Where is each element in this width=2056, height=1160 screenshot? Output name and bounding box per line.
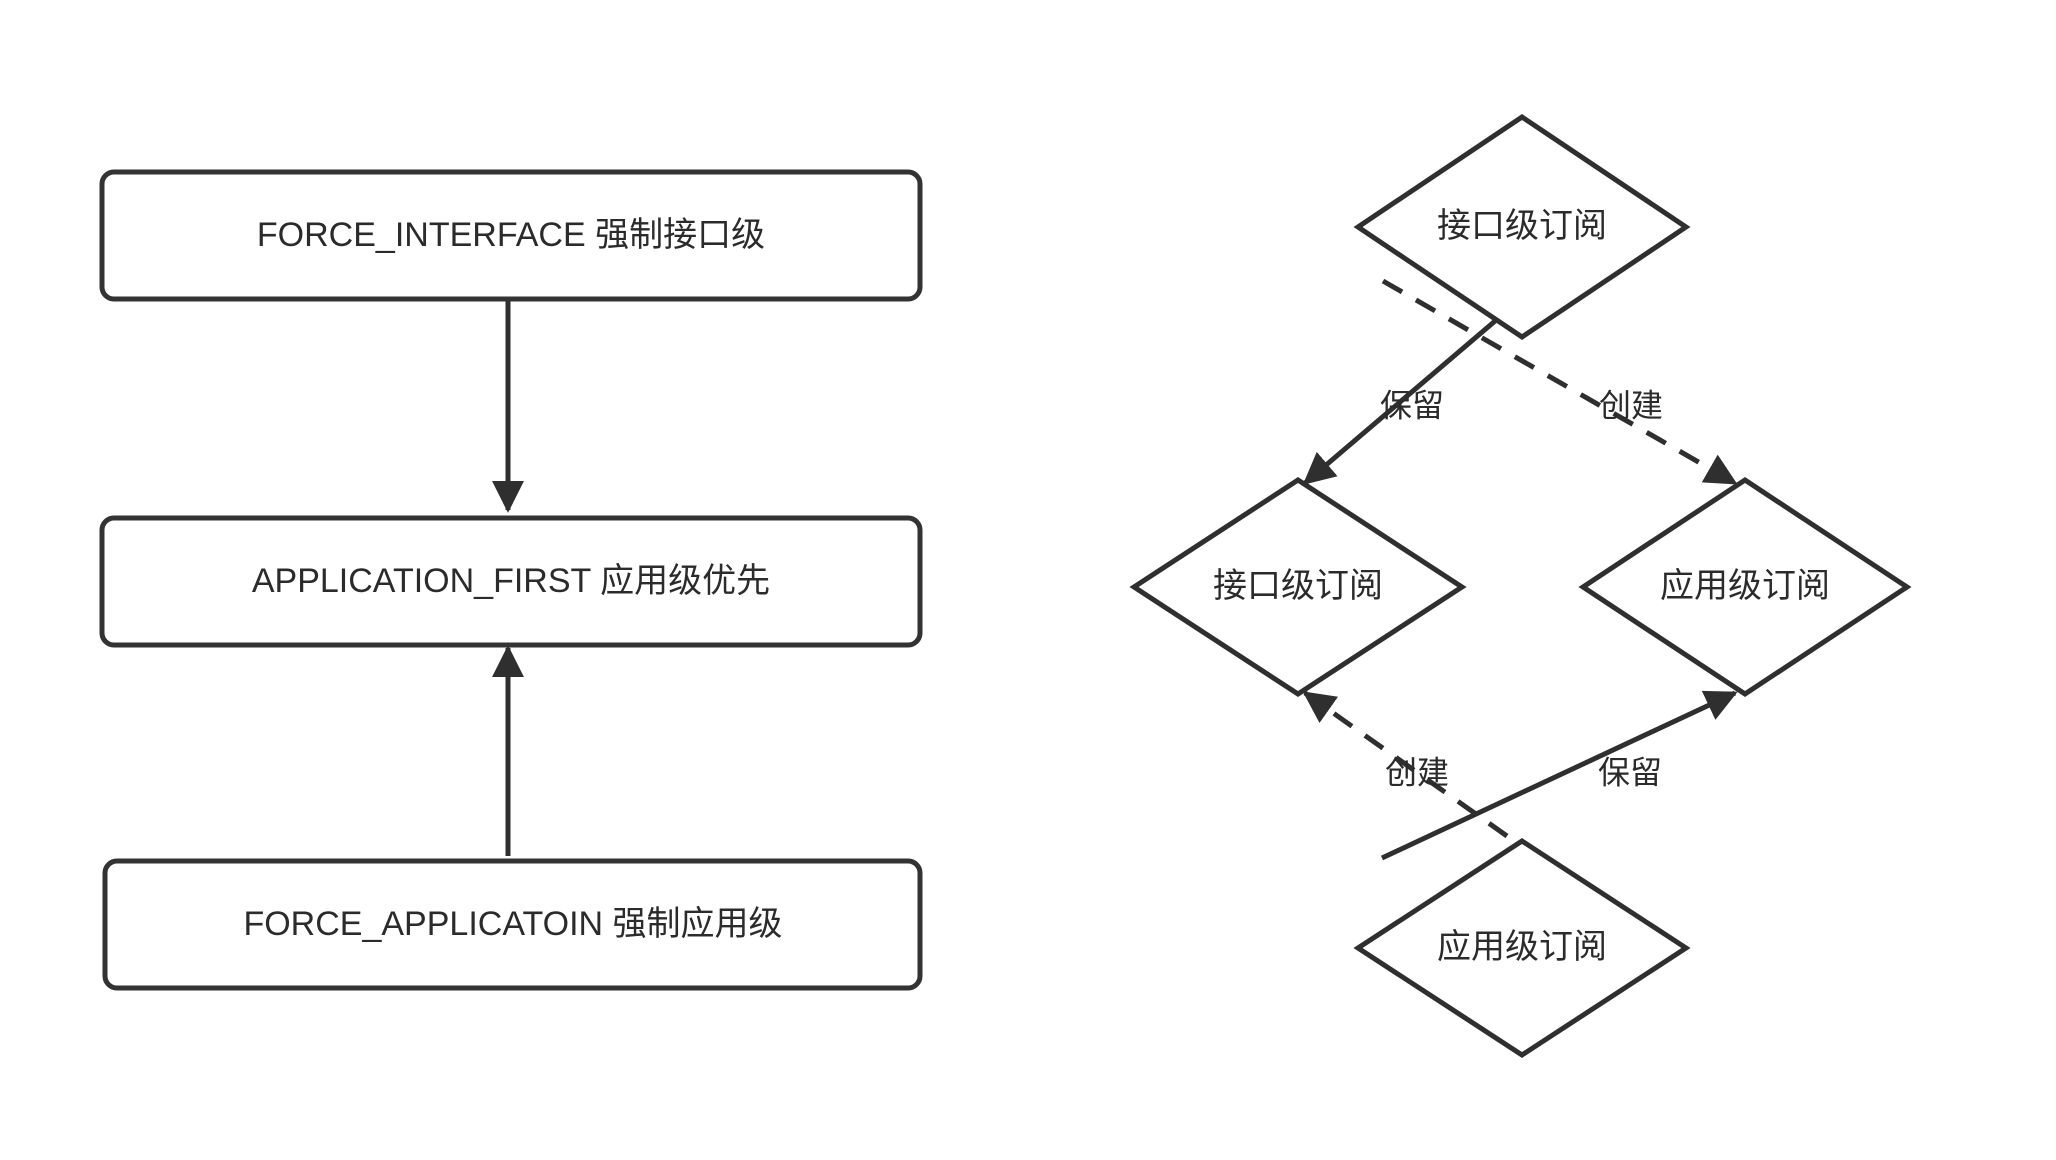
node-force-application-label: FORCE_APPLICATOIN 强制应用级 — [243, 905, 782, 943]
node-bottom-application-subscription-shape[interactable] — [1353, 838, 1691, 1058]
node-application-first-shape[interactable] — [99, 515, 923, 648]
edge-bottom-application-to-mid-application: 保留 — [1380, 690, 1738, 861]
edge-label-create-top: 创建 — [1599, 387, 1663, 423]
node-force-application[interactable]: FORCE_APPLICATOIN 强制应用级 — [102, 858, 923, 991]
node-force-interface[interactable]: FORCE_INTERFACE 强制接口级 — [99, 169, 923, 302]
node-top-interface-subscription[interactable]: 接口级订阅 — [1353, 113, 1691, 341]
left-flowchart: FORCE_INTERFACE 强制接口级 APPLICATION_FIRST … — [99, 169, 923, 991]
edge-line-top-right — [1381, 278, 1738, 486]
edge-label-keep-top: 保留 — [1380, 387, 1444, 423]
node-force-interface-shape[interactable] — [99, 169, 923, 302]
node-bottom-application-subscription[interactable]: 应用级订阅 — [1353, 838, 1691, 1058]
edge-bottom-application-to-mid-interface: 创建 — [1302, 690, 1540, 861]
edge-line-bottom-left — [1302, 690, 1540, 861]
node-top-interface-subscription-label: 接口级订阅 — [1437, 207, 1607, 245]
node-application-first-label: APPLICATION_FIRST 应用级优先 — [252, 562, 770, 600]
node-application-first[interactable]: APPLICATION_FIRST 应用级优先 — [99, 515, 923, 648]
edge-top-interface-to-mid-application: 创建 — [1381, 278, 1738, 486]
node-mid-interface-subscription-label: 接口级订阅 — [1213, 567, 1383, 605]
node-mid-interface-subscription[interactable]: 接口级订阅 — [1129, 477, 1467, 697]
node-top-interface-subscription-shape[interactable] — [1353, 113, 1691, 341]
node-force-application-shape[interactable] — [102, 858, 923, 991]
node-mid-application-subscription-shape[interactable] — [1578, 477, 1912, 697]
edge-label-keep-bottom: 保留 — [1598, 754, 1662, 790]
node-force-interface-label: FORCE_INTERFACE 强制接口级 — [257, 216, 765, 254]
node-bottom-application-subscription-label: 应用级订阅 — [1437, 928, 1607, 966]
node-mid-application-subscription[interactable]: 应用级订阅 — [1578, 477, 1912, 697]
edge-label-create-bottom: 创建 — [1385, 754, 1449, 790]
node-mid-application-subscription-label: 应用级订阅 — [1660, 567, 1830, 605]
edge-line-bottom-right — [1380, 690, 1738, 861]
right-flowchart: 保留 创建 创建 保留 接口级订阅 接口级订阅 应用 — [1129, 113, 1912, 1058]
node-mid-interface-subscription-shape[interactable] — [1129, 477, 1467, 697]
